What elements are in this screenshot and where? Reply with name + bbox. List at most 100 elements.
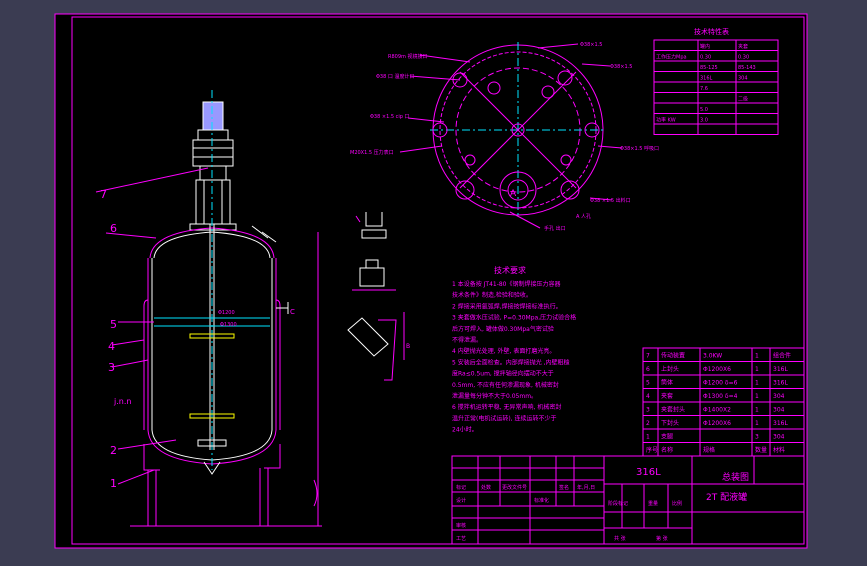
parts-list: 7 传动装置 3.0KW 1 组合件 6 上封头 Φ1200X6 1 316L 5 筒体 Φ1200 δ…: [642, 347, 805, 457]
tb-cell-7: 审核: [456, 522, 466, 529]
material-label: 316L: [636, 467, 661, 478]
callout-3: 3: [108, 361, 115, 374]
parts-cell: 3: [646, 407, 650, 414]
top-view: A: [430, 42, 606, 218]
callout-2: 2: [110, 444, 117, 457]
dim-1200: Φ1200: [218, 310, 235, 316]
parts-cell: 2: [646, 420, 650, 427]
tv-label-4: Φ38×1.5: [580, 42, 602, 48]
parts-cell: 夹套: [661, 392, 673, 400]
tech-char-cell: 夹套: [738, 43, 748, 50]
tech-char-cell: 316L: [700, 76, 713, 82]
parts-header-cell: 名称: [661, 446, 673, 454]
callouts: 7 6 5 4 3 2 1 j.n.n: [95, 167, 209, 490]
tech-req: 技术要求 1 本设备按 JT41-80《钢制焊接压力容器 技术条件》制造,检验和…: [452, 265, 576, 434]
parts-cell: 304: [773, 393, 785, 400]
tech-req-line: 度Ra≤0.5um, 搅拌轴径向摆动不大于: [452, 370, 554, 378]
parts-cell: 304: [773, 407, 785, 414]
title-block: 316L 总装图 2T 配液罐 标记 处数 更改文件号 签名 年,月,日 设计 …: [451, 455, 805, 545]
tv-label-6: Φ38×1.5 呼吸口: [620, 145, 659, 152]
parts-header-cell: 材料: [773, 446, 785, 454]
parts-cell: 4: [646, 393, 650, 400]
tb-cell-6: 标准化: [534, 497, 549, 504]
tb-cell-13: 第 张: [656, 535, 668, 542]
tech-req-line: 温升正常(电机试运转), 连续运转不少于: [452, 414, 557, 422]
tech-char-cell: 85-143: [738, 65, 756, 71]
parts-cell: 组合件: [773, 352, 791, 360]
product-name: 2T 配液罐: [706, 491, 747, 503]
parts-cell: 支腿: [661, 433, 673, 441]
parts-cell: 3: [755, 434, 759, 441]
parts-cell: 筒体: [661, 379, 673, 387]
tech-req-line: 24小时。: [452, 426, 478, 434]
tv-label-8: A 人孔: [576, 213, 591, 220]
parts-cell: 7: [646, 353, 650, 360]
callout-6: 6: [110, 222, 117, 235]
parts-cell: Φ1300 δ=4: [703, 393, 738, 400]
drawing-sheet: [54, 13, 808, 549]
parts-cell: 1: [755, 380, 759, 387]
parts-cell: 1: [755, 353, 759, 360]
drawing-frame: [71, 16, 805, 545]
tech-char-cell: 二级: [738, 96, 748, 103]
parts-cell: 316L: [773, 380, 788, 387]
tech-char-cell: 3.0: [700, 118, 708, 124]
tech-req-line: 2 焊接采用氩弧焊,焊接按焊接标准执行。: [452, 302, 562, 310]
tb-cell-4: 年,月,日: [577, 484, 595, 491]
tech-char-cell: 85-125: [700, 65, 718, 71]
tb-cell-5: 设计: [456, 497, 466, 504]
parts-cell: Φ1200 δ=6: [703, 380, 738, 387]
tb-cell-11: 比例: [672, 500, 682, 507]
tech-req-line: 后方可焊入, 罐体做0.30Mpa气密试验: [452, 325, 554, 333]
tech-req-line: 4 内壁抛光处理, 外壁, 表面打磨光亮。: [452, 347, 555, 355]
parts-cell: 316L: [773, 420, 788, 427]
parts-cell: 传动装置: [661, 352, 685, 360]
parts-header-cell: 规格: [703, 446, 715, 454]
parts-cell: Φ1200X6: [703, 366, 731, 373]
lower-impeller: [189, 413, 235, 419]
tech-req-title: 技术要求: [494, 265, 526, 275]
tb-cell-9: 阶段标记: [608, 500, 628, 507]
tv-label-7: Φ38 ×1.5 出料口: [590, 197, 631, 204]
parts-cell: 1: [755, 420, 759, 427]
parts-cell: 1: [755, 366, 759, 373]
parts-cell: 316L: [773, 366, 788, 373]
tech-char-cell: 7.6: [700, 86, 708, 92]
tb-cell-10: 重量: [648, 500, 658, 507]
tech-char-cell: 0.30: [738, 55, 749, 61]
tech-char-cell: 罐内: [700, 43, 710, 50]
parts-cell: 夹套封头: [661, 406, 685, 414]
callout-4: 4: [108, 340, 115, 353]
tech-req-line: 技术条件》制造,检验和验收。: [452, 291, 532, 299]
tech-char-cell: 304: [738, 76, 748, 82]
tech-req-line: 1 本设备按 JT41-80《钢制焊接压力容器: [452, 280, 561, 288]
tv-label-5: Φ38×1.5: [610, 64, 632, 70]
top-view-labels: R809m 视镜接口 Φ38 口 温度计口 Φ38 ×1.5 cip 口 M20…: [350, 42, 659, 232]
tech-req-line: 不得泄漏。: [452, 336, 482, 344]
parts-header-cell: 数量: [755, 446, 767, 454]
parts-cell: 1: [646, 434, 650, 441]
top-head: [149, 227, 275, 259]
callout-7: 7: [100, 188, 107, 201]
tv-label-3: M20X1.5 压力表口: [350, 149, 394, 156]
parts-cell: 6: [646, 366, 650, 373]
tv-label-9: 手孔 出口: [544, 225, 566, 232]
jacket-nozzle-label: j.n.n: [113, 397, 131, 406]
tech-char-cell: 功率 KW: [656, 117, 676, 124]
callout-1: 1: [110, 477, 117, 490]
parts-cell: 1: [755, 407, 759, 414]
parts-cell: 3.0KW: [703, 353, 722, 360]
tech-req-line: 5 安装后全面检查。内部焊接抛光 ,内壁粗糙: [452, 358, 570, 366]
parts-cell: 5: [646, 380, 650, 387]
parts-cell: 下封头: [661, 419, 679, 427]
parts-cell: Φ1400X2: [703, 407, 731, 414]
tb-cell-0: 标记: [456, 484, 466, 491]
tb-cell-2: 更改文件号: [502, 484, 527, 491]
tv-label-2: Φ38 ×1.5 cip 口: [370, 114, 410, 120]
tech-char-cell: 0.30: [700, 55, 711, 61]
tech-req-line: 6 搅拌机运转平稳, 无异常声响, 机械密封: [452, 403, 561, 411]
callout-5: 5: [110, 318, 117, 331]
parts-cell: Φ1200X6: [703, 420, 731, 427]
parts-cell: 上封头: [661, 365, 679, 373]
